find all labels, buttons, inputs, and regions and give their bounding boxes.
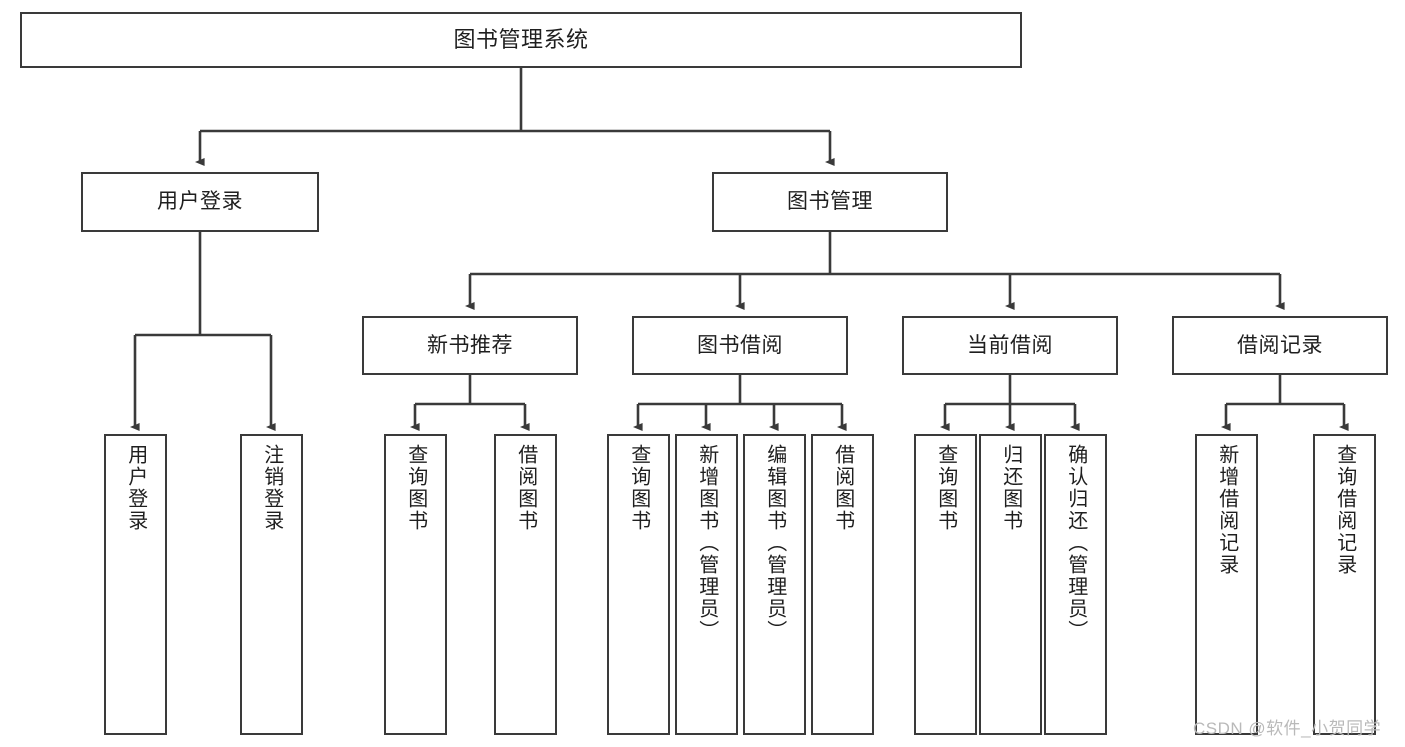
node-new-book-recommend-label: 新书推荐 — [427, 333, 513, 357]
node-leaf-borrow-book-2[interactable]: 借阅图书 — [811, 434, 874, 735]
node-leaf-logout-label: 注销登录 — [260, 444, 283, 532]
node-borrow-record[interactable]: 借阅记录 — [1172, 316, 1388, 375]
node-leaf-return-book[interactable]: 归还图书 — [979, 434, 1042, 735]
node-leaf-add-record-label: 新增借阅记录 — [1215, 444, 1238, 576]
node-book-manage-label: 图书管理 — [787, 190, 873, 214]
node-leaf-edit-book[interactable]: 编辑图书（管理员） — [743, 434, 806, 735]
node-book-borrow-label: 图书借阅 — [697, 333, 783, 357]
node-book-manage[interactable]: 图书管理 — [712, 172, 948, 232]
node-new-book-recommend[interactable]: 新书推荐 — [362, 316, 578, 375]
node-leaf-borrow-book-2-label: 借阅图书 — [831, 444, 854, 532]
node-leaf-query-record[interactable]: 查询借阅记录 — [1313, 434, 1376, 735]
node-leaf-confirm-return-label: 确认归还（管理员） — [1064, 444, 1087, 642]
node-root[interactable]: 图书管理系统 — [20, 12, 1022, 68]
node-leaf-add-book[interactable]: 新增图书（管理员） — [675, 434, 738, 735]
node-leaf-user-login-label: 用户登录 — [124, 444, 147, 532]
node-leaf-query-book-3[interactable]: 查询图书 — [914, 434, 977, 735]
node-leaf-query-record-label: 查询借阅记录 — [1333, 444, 1356, 576]
node-borrow-record-label: 借阅记录 — [1237, 333, 1323, 357]
node-book-borrow[interactable]: 图书借阅 — [632, 316, 848, 375]
node-leaf-add-book-label: 新增图书（管理员） — [695, 444, 718, 642]
node-leaf-borrow-book-1-label: 借阅图书 — [514, 444, 537, 532]
node-leaf-add-record[interactable]: 新增借阅记录 — [1195, 434, 1258, 735]
node-current-borrow[interactable]: 当前借阅 — [902, 316, 1118, 375]
node-leaf-query-book-3-label: 查询图书 — [934, 444, 957, 532]
node-leaf-edit-book-label: 编辑图书（管理员） — [763, 444, 786, 642]
node-leaf-return-book-label: 归还图书 — [999, 444, 1022, 532]
node-leaf-logout[interactable]: 注销登录 — [240, 434, 303, 735]
node-user-login-label: 用户登录 — [157, 190, 243, 214]
node-leaf-query-book-2[interactable]: 查询图书 — [607, 434, 670, 735]
node-leaf-query-book-1[interactable]: 查询图书 — [384, 434, 447, 735]
node-leaf-borrow-book-1[interactable]: 借阅图书 — [494, 434, 557, 735]
node-leaf-query-book-2-label: 查询图书 — [627, 444, 650, 532]
node-leaf-user-login[interactable]: 用户登录 — [104, 434, 167, 735]
node-leaf-query-book-1-label: 查询图书 — [404, 444, 427, 532]
node-leaf-confirm-return[interactable]: 确认归还（管理员） — [1044, 434, 1107, 735]
node-current-borrow-label: 当前借阅 — [967, 333, 1053, 357]
node-root-label: 图书管理系统 — [453, 26, 589, 52]
node-user-login[interactable]: 用户登录 — [81, 172, 319, 232]
